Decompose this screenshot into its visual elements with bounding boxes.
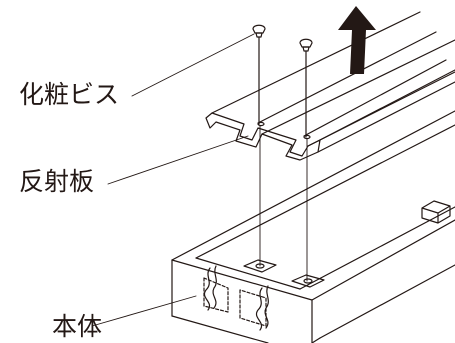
hole-right <box>303 278 313 284</box>
reflector-hole-left <box>257 121 265 127</box>
body-inner-rim-back <box>195 124 455 259</box>
label-decorative-screw: 化粧ビス <box>19 80 120 109</box>
end-face-openings <box>203 265 269 331</box>
leader-lines <box>91 33 255 327</box>
hole-right-frame <box>291 274 325 288</box>
reflector-ridge-2 <box>303 59 447 137</box>
body-inner-rim-left <box>195 257 301 290</box>
screw-right <box>299 38 313 138</box>
wire-right <box>256 287 263 331</box>
decorative-screws <box>252 24 313 138</box>
wire-left-2 <box>212 265 217 309</box>
reflector-plate <box>205 11 455 161</box>
reflector-inner-fold-2 <box>307 71 455 147</box>
reflector-ridge-1 <box>257 31 437 124</box>
wire-left <box>204 267 211 311</box>
hole-left-frame <box>243 259 277 273</box>
reflector-inner-fold <box>261 39 455 135</box>
leader-screw <box>131 33 255 97</box>
body-top-front-edge <box>311 219 455 301</box>
label-reflector-plate: 反射板 <box>19 167 95 196</box>
reflector-hole-right <box>303 134 311 140</box>
body-side-front-lower <box>319 264 455 339</box>
reflector-outer-back <box>211 11 421 114</box>
screw-left <box>252 24 266 125</box>
wire-right-2 <box>264 285 269 329</box>
body-side-bottom <box>311 337 321 343</box>
arrow-up-icon <box>338 6 376 74</box>
guide-lines <box>259 125 308 282</box>
reflector-end-profile <box>205 112 321 161</box>
opening-left <box>203 277 229 313</box>
label-fixture-body: 本体 <box>52 312 103 341</box>
fixture-body <box>171 110 455 343</box>
body-small-block <box>421 200 451 224</box>
body-top-back-edge <box>171 110 455 261</box>
leader-body <box>91 295 197 327</box>
body-end-top <box>171 259 313 301</box>
leader-reflector <box>107 135 249 185</box>
opening-right <box>239 289 267 327</box>
body-end-face-bottom <box>171 315 269 343</box>
reflector-lower-front <box>317 81 455 153</box>
body-inner-rim-front <box>299 206 455 290</box>
